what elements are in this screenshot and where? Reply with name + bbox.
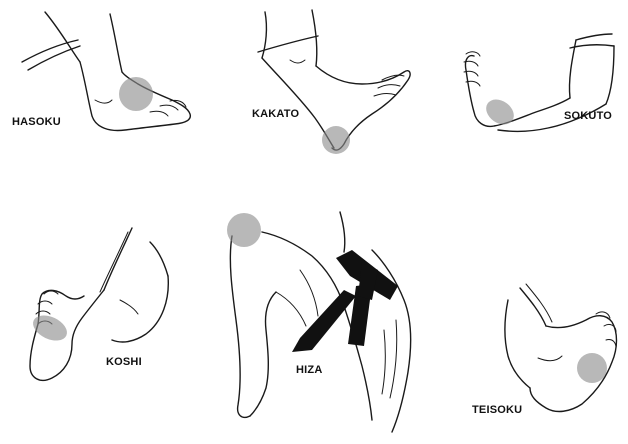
- koshi-label: KOSHI: [106, 356, 142, 368]
- sokuto-label: SOKUTO: [564, 110, 612, 122]
- kakato-target-spot: [322, 126, 350, 154]
- koshi-foot-drawing: [30, 228, 168, 380]
- koshi-target-spot: [29, 310, 71, 345]
- teisoku-target-spot: [577, 353, 607, 383]
- hiza-label: HIZA: [296, 364, 322, 376]
- hiza-belt-drawing: [292, 250, 398, 352]
- hiza-target-spot: [227, 213, 261, 247]
- hasoku-label: HASOKU: [12, 116, 61, 128]
- teisoku-foot-drawing: [505, 284, 617, 411]
- hasoku-foot-drawing: [22, 12, 190, 130]
- hasoku-target-spot: [119, 77, 153, 111]
- kakato-label: KAKATO: [252, 108, 299, 120]
- teisoku-label: TEISOKU: [472, 404, 522, 416]
